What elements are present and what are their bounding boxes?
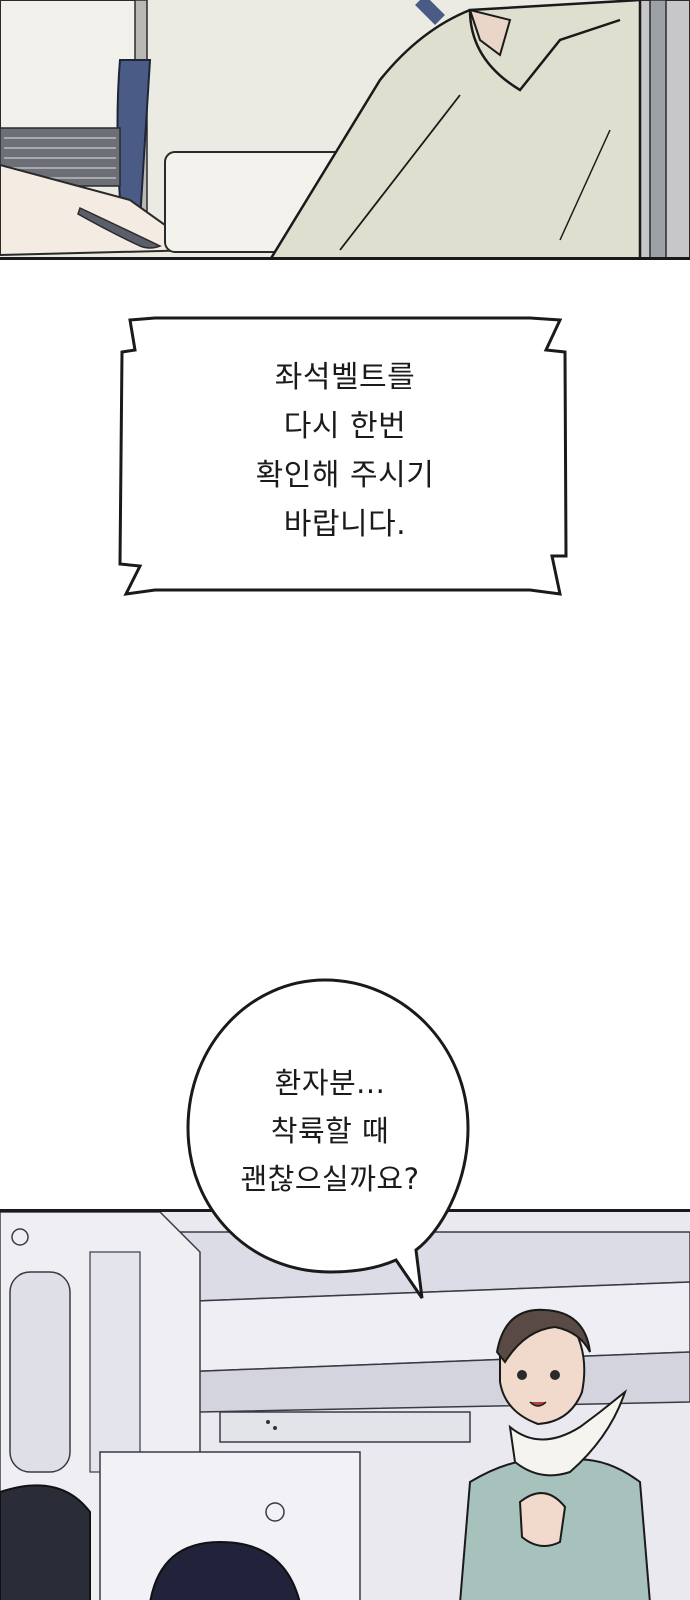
bottom-panel-art (0, 1212, 690, 1600)
speech-line: 착륙할 때 (270, 1114, 390, 1148)
top-panel-art (0, 0, 690, 257)
passenger-shirt (270, 0, 642, 257)
shout-line: 다시 한번 (283, 409, 407, 444)
shout-bubble (118, 316, 568, 596)
shout-line: 확인해 주시기 (255, 458, 435, 493)
bottom-panel (0, 1209, 690, 1600)
cabin-window (9, 1271, 71, 1473)
speech-bubble-text: 환자분... 착륙할 때 괜찮으실까요? (190, 1059, 470, 1203)
shout-line: 좌석벨트를 (274, 360, 416, 395)
tray-slot (77, 206, 162, 249)
seat-headrest (415, 0, 445, 25)
shout-line: 바랍니다. (283, 507, 407, 542)
passenger-head (149, 1540, 301, 1600)
flight-attendant (459, 1308, 651, 1600)
speech-line: 환자분... (274, 1066, 386, 1100)
shirt-fold (339, 94, 461, 251)
shirt-collar (468, 9, 621, 92)
shirt-fold (559, 129, 611, 241)
speech-line: 괜찮으실까요? (240, 1162, 420, 1196)
shout-bubble-text: 좌석벨트를 다시 한번 확인해 주시기 바랍니다. (125, 353, 565, 549)
service-panel (219, 1411, 471, 1443)
passenger-neck (468, 8, 512, 57)
passenger-head (0, 1484, 91, 1600)
top-panel (0, 0, 690, 260)
